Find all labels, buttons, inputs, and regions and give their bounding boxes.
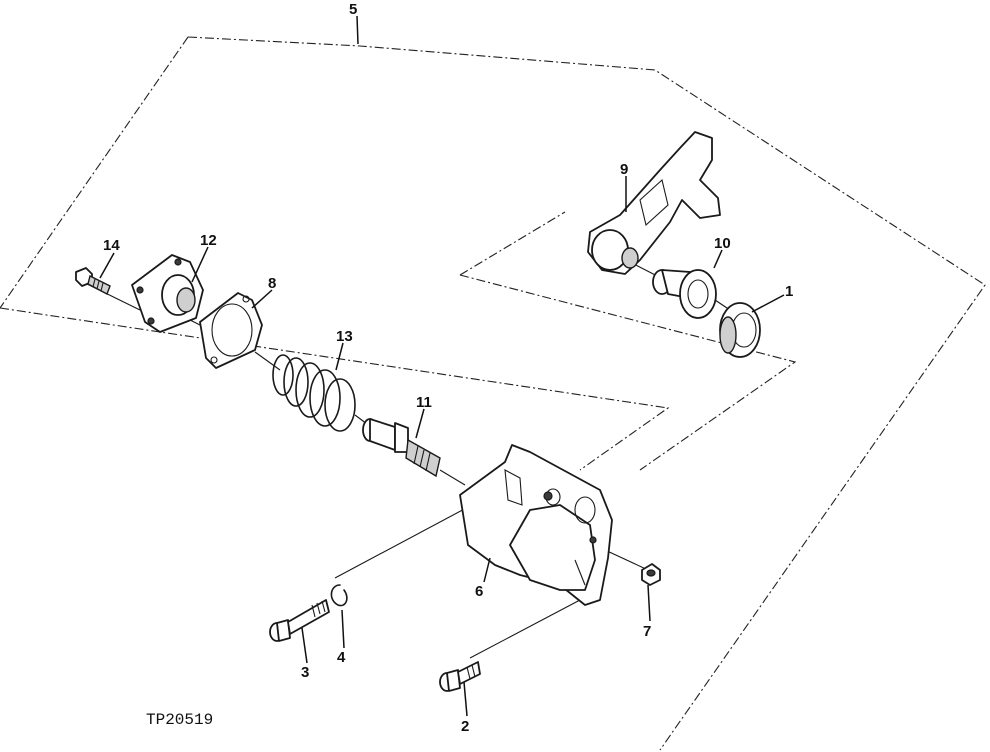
part-2-cap-screw (439, 661, 481, 692)
part-6-housing (459, 444, 613, 606)
callout-5: 5 (349, 1, 357, 18)
part-1-seal (719, 302, 761, 358)
figure-reference-code: TP20519 (146, 711, 213, 729)
callout-9: 9 (620, 161, 628, 178)
callout-12: 12 (200, 232, 217, 249)
callout-11: 11 (416, 394, 432, 411)
callout-14: 14 (103, 237, 120, 254)
part-11-shaft (362, 418, 441, 478)
part-14-cap-screw (75, 267, 111, 295)
part-8-gasket (199, 292, 263, 369)
part-3-cap-screw (269, 599, 330, 642)
callout-8: 8 (268, 275, 276, 292)
part-13-spring (272, 354, 356, 432)
part-12-cover (131, 254, 204, 333)
callout-13: 13 (336, 328, 353, 345)
callout-10: 10 (714, 235, 731, 252)
callout-3: 3 (301, 664, 309, 681)
part-7-nut (641, 563, 661, 586)
part-4-lock-washer (330, 584, 348, 607)
callout-7: 7 (643, 623, 651, 640)
kit-boundary-outline (0, 36, 986, 751)
callout-1: 1 (785, 283, 793, 300)
part-10-bushing (652, 269, 717, 319)
leader-lines (99, 15, 785, 717)
part-9-shift-fork (587, 131, 721, 275)
callout-4: 4 (337, 649, 346, 666)
callout-2: 2 (461, 718, 469, 735)
callout-labels: 5 9 10 1 14 12 8 13 11 6 7 4 3 2 (103, 1, 793, 735)
callout-6: 6 (475, 583, 483, 600)
